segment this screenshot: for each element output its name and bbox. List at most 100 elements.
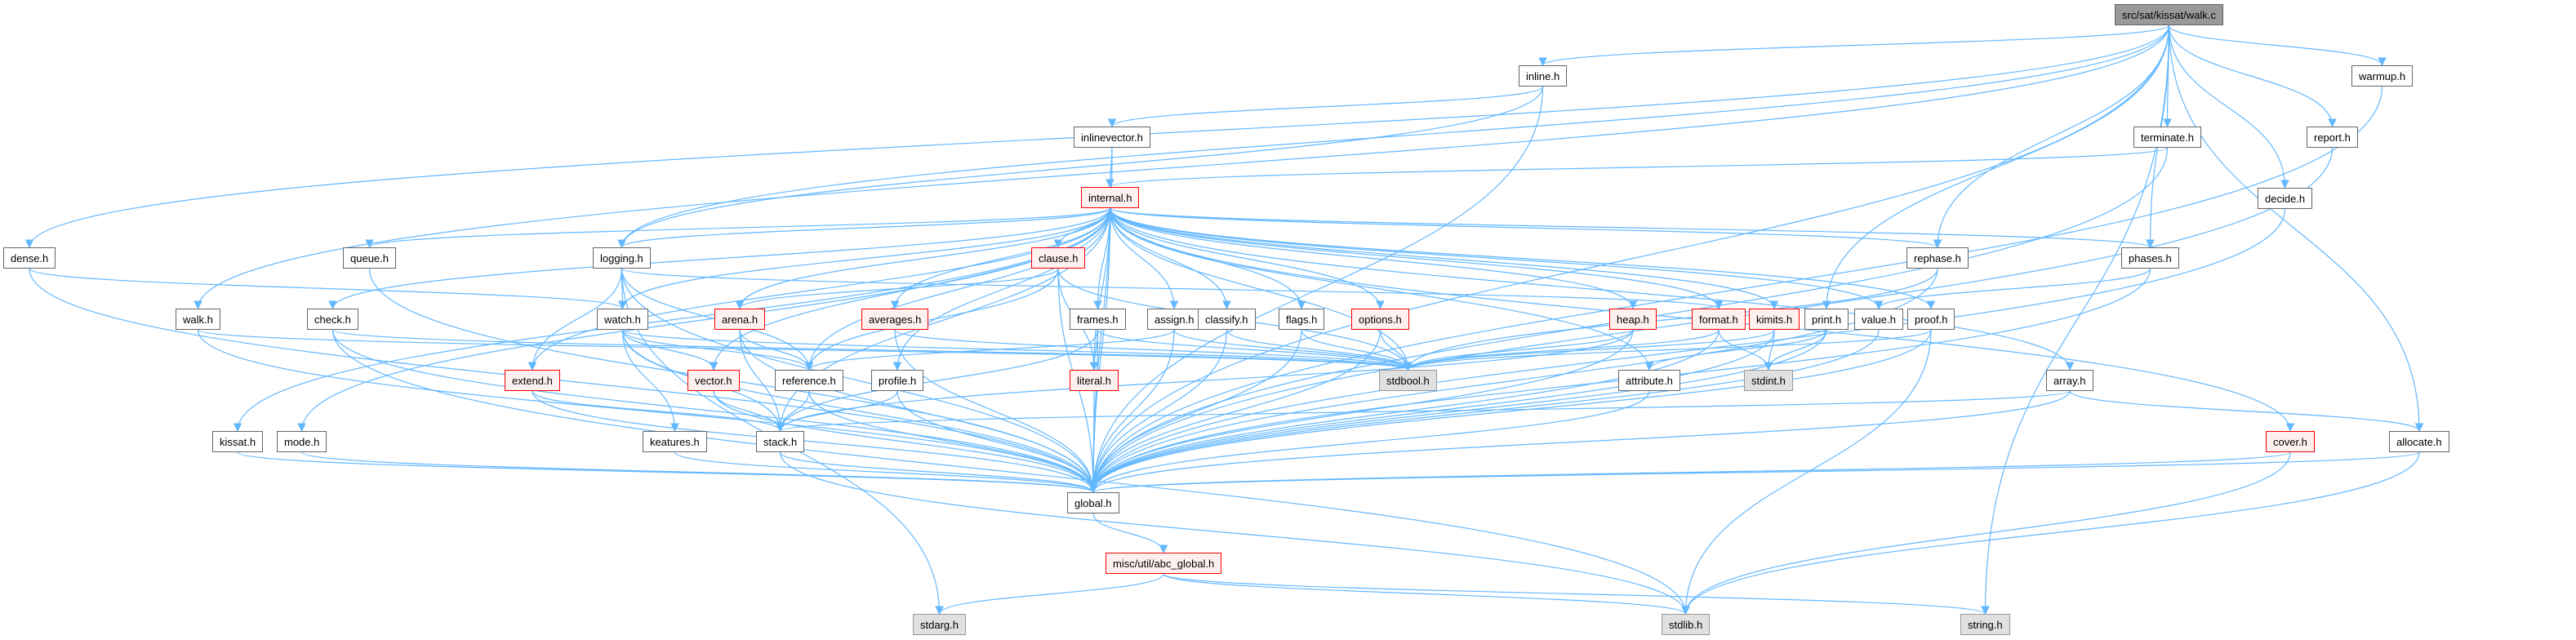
- node-kimits-h[interactable]: kimits.h: [1749, 309, 1800, 330]
- edge-check-h-to-global-h: [331, 329, 1098, 494]
- node-cover-h[interactable]: cover.h: [2266, 431, 2315, 452]
- edge-walk-c-to-warmup-h: [2168, 24, 2387, 67]
- node-stdint-h[interactable]: stdint.h: [1744, 370, 1793, 391]
- edge-internal-h-to-rephase-h: [1109, 207, 1942, 249]
- node-global-h[interactable]: global.h: [1067, 492, 1119, 513]
- node-literal-h[interactable]: literal.h: [1070, 370, 1119, 391]
- edge-assign-h-to-reference-h: [804, 329, 1175, 371]
- node-watch-h[interactable]: watch.h: [597, 309, 648, 330]
- edge-walk-c-to-rephase-h: [1933, 24, 2170, 249]
- edge-walk-c-to-allocate-h: [2168, 24, 2424, 433]
- edge-value-h-to-global-h: [1088, 329, 1880, 494]
- node-phases-h[interactable]: phases.h: [2121, 247, 2179, 269]
- edge-frames-h-to-stdbool-h: [1097, 329, 1413, 371]
- node-report-h[interactable]: report.h: [2307, 127, 2358, 148]
- node-keatures-h[interactable]: keatures.h: [643, 431, 707, 452]
- node-stdarg-h[interactable]: stdarg.h: [913, 614, 966, 635]
- edge-walk-c-to-report-h: [2168, 24, 2337, 128]
- node-decide-h[interactable]: decide.h: [2258, 188, 2313, 209]
- edge-warmup-h-to-global-h: [1088, 86, 2383, 494]
- edge-internal-h-to-stack-h: [776, 207, 1111, 433]
- edge-stack-h-to-global-h: [779, 451, 1098, 494]
- node-reference-h[interactable]: reference.h: [775, 370, 843, 391]
- node-dense-h[interactable]: dense.h: [3, 247, 56, 269]
- edge-cover-h-to-global-h: [1089, 451, 2291, 494]
- edge-walk-h-to-global-h: [197, 329, 1098, 494]
- edge-options-h-to-global-h: [1088, 329, 1381, 494]
- node-profile-h[interactable]: profile.h: [871, 370, 924, 391]
- node-classify-h[interactable]: classify.h: [1198, 309, 1256, 330]
- node-string-h[interactable]: string.h: [1960, 614, 2010, 635]
- edge-array-h-to-stack-h: [776, 390, 2071, 433]
- edge-internal-h-to-logging-h: [617, 207, 1111, 249]
- node-clause-h[interactable]: clause.h: [1031, 247, 1086, 269]
- node-extend-h[interactable]: extend.h: [505, 370, 560, 391]
- node-frames-h[interactable]: frames.h: [1070, 309, 1126, 330]
- edge-internal-h-to-proof-h: [1109, 207, 1936, 310]
- node-walk-c[interactable]: src/sat/kissat/walk.c: [2115, 4, 2223, 25]
- edge-kissat-h-to-global-h: [237, 451, 1097, 494]
- node-arena-h[interactable]: arena.h: [714, 309, 766, 330]
- node-print-h[interactable]: print.h: [1804, 309, 1849, 330]
- edge-assign-h-to-stdbool-h: [1173, 329, 1413, 371]
- node-warmup-h[interactable]: warmup.h: [2351, 65, 2414, 87]
- node-stdbool-h[interactable]: stdbool.h: [1379, 370, 1437, 391]
- node-logging-h[interactable]: logging.h: [593, 247, 651, 269]
- node-format-h[interactable]: format.h: [1692, 309, 1746, 330]
- edge-flags-h-to-stdbool-h: [1301, 329, 1413, 371]
- node-rephase-h[interactable]: rephase.h: [1906, 247, 1969, 269]
- node-array-h[interactable]: array.h: [2046, 370, 2093, 391]
- edge-walk-c-to-logging-h: [617, 24, 2170, 249]
- node-inline-h[interactable]: inline.h: [1519, 65, 1568, 87]
- edge-heap-h-to-stack-h: [776, 329, 1634, 433]
- edge-array-h-to-global-h: [1088, 390, 2071, 494]
- node-stdlib-h[interactable]: stdlib.h: [1662, 614, 1711, 635]
- edge-abc-global-h-to-stdarg-h: [935, 573, 1164, 616]
- node-inlinevector-h[interactable]: inlinevector.h: [1074, 127, 1150, 148]
- node-stack-h[interactable]: stack.h: [756, 431, 805, 452]
- edge-kimits-h-to-stdbool-h: [1404, 329, 1775, 371]
- node-internal-h[interactable]: internal.h: [1081, 187, 1140, 208]
- edge-print-h-to-stdint-h: [1764, 329, 1827, 371]
- edge-internal-h-to-queue-h: [365, 207, 1111, 249]
- edge-array-h-to-allocate-h: [2069, 390, 2424, 433]
- edge-decide-h-to-global-h: [1088, 208, 2286, 494]
- node-walk-h[interactable]: walk.h: [176, 309, 220, 330]
- edge-extend-h-to-stack-h: [532, 390, 785, 433]
- edge-reference-h-to-global-h: [808, 390, 1098, 494]
- edge-check-h-to-stdlib-h: [331, 329, 1690, 616]
- node-proof-h[interactable]: proof.h: [1907, 309, 1955, 330]
- edge-logging-h-to-extend-h: [527, 268, 623, 371]
- node-assign-h[interactable]: assign.h: [1147, 309, 1202, 330]
- edge-proof-h-to-stdbool-h: [1404, 329, 1932, 371]
- node-kissat-h[interactable]: kissat.h: [212, 431, 264, 452]
- node-queue-h[interactable]: queue.h: [343, 247, 396, 269]
- edge-rephase-h-to-global-h: [1088, 268, 1938, 494]
- edge-internal-h-to-format-h: [1109, 207, 1724, 310]
- node-check-h[interactable]: check.h: [307, 309, 358, 330]
- edge-internal-h-to-reference-h: [804, 207, 1111, 371]
- edge-internal-h-to-kimits-h: [1109, 207, 1779, 310]
- edge-global-h-to-abc-global-h: [1092, 513, 1168, 554]
- node-averages-h[interactable]: averages.h: [861, 309, 929, 330]
- node-heap-h[interactable]: heap.h: [1609, 309, 1657, 330]
- edge-dense-h-to-global-h: [29, 268, 1098, 494]
- edge-averages-h-to-stdbool-h: [894, 329, 1413, 371]
- edge-arena-h-to-stack-h: [739, 329, 785, 433]
- edge-internal-h-to-arena-h: [735, 207, 1111, 310]
- node-allocate-h[interactable]: allocate.h: [2389, 431, 2449, 452]
- node-flags-h[interactable]: flags.h: [1279, 309, 1325, 330]
- node-abc-global-h[interactable]: misc/util/abc_global.h: [1106, 553, 1222, 574]
- node-vector-h[interactable]: vector.h: [687, 370, 740, 391]
- edge-walk-c-to-decide-h: [2168, 24, 2289, 189]
- node-mode-h[interactable]: mode.h: [277, 431, 327, 452]
- node-value-h[interactable]: value.h: [1854, 309, 1903, 330]
- edge-internal-h-to-stdbool-h: [1109, 207, 1413, 371]
- node-attribute-h[interactable]: attribute.h: [1618, 370, 1680, 391]
- edge-watch-h-to-vector-h: [621, 329, 719, 371]
- node-options-h[interactable]: options.h: [1351, 309, 1409, 330]
- edge-internal-h-to-assign-h: [1109, 207, 1179, 310]
- edge-attribute-h-to-global-h: [1088, 390, 1650, 494]
- node-terminate-h[interactable]: terminate.h: [2133, 127, 2202, 148]
